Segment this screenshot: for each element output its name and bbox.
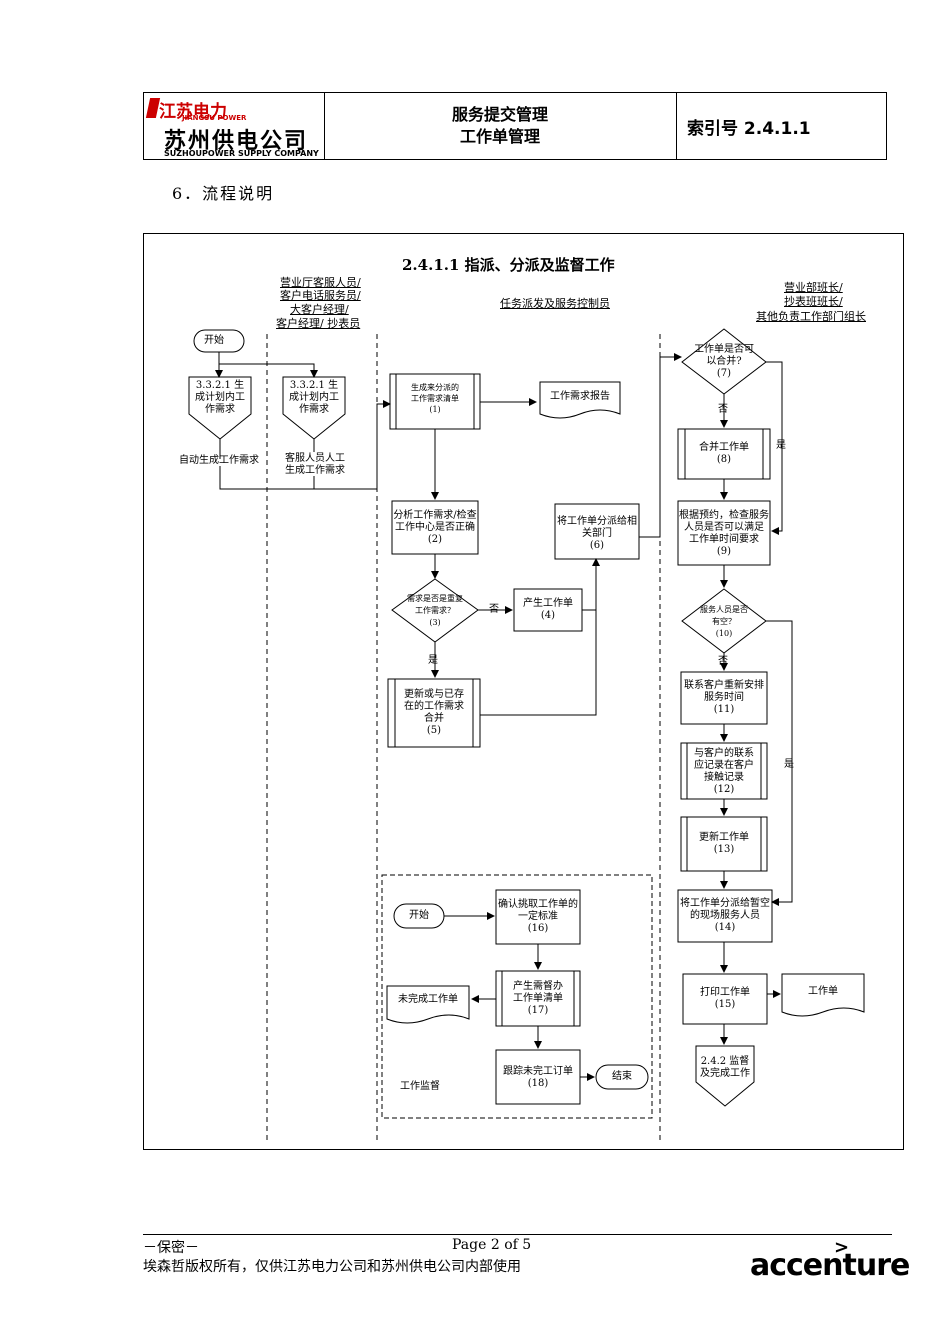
offpage-242: 2.4.2 监督及完成工作	[700, 1056, 750, 1079]
logo-en-main: SUZHOUPOWER SUPPLY COMPANY	[164, 149, 319, 158]
logo-en-top: JIANGSU POWER	[182, 114, 247, 122]
flowchart-frame: 2.4.1.1 指派、分派及监督工作 营业厅客服人员/ 客户电话服务员/ 大客户…	[143, 233, 904, 1150]
lane1-header-line1: 营业厅客服人员/	[280, 276, 361, 289]
flowchart-lines	[188, 328, 865, 1144]
index-number: 索引号 2.4.1.1	[687, 118, 811, 139]
doc-title-line1: 服务提交管理	[451, 105, 548, 124]
node-18: 跟踪未完工订单(18)	[503, 1066, 573, 1089]
yes-label-3: 是	[428, 655, 438, 666]
node-5: 更新或与已存在的工作需求合并(5)	[404, 689, 464, 736]
supervise-label: 工作监督	[400, 1081, 440, 1092]
accenture-logo: accenture	[750, 1248, 910, 1283]
node-16: 确认挑取工作单的一定标准(16)	[498, 899, 578, 934]
lane3-header-line1: 营业部班长/	[784, 281, 843, 294]
node-6: 将工作单分派给相关部门(6)	[557, 516, 637, 551]
footer-page: Page 2 of 5	[452, 1237, 532, 1253]
node-15: 打印工作单(15)	[700, 987, 750, 1010]
lane3-header-line3: 其他负责工作部门组长	[756, 310, 866, 323]
node-4: 产生工作单(4)	[523, 598, 573, 621]
node-10: 服务人员是否有空？(10)	[700, 605, 748, 638]
index-cell: 索引号 2.4.1.1	[677, 93, 887, 159]
auto-generate-label: 自动生成工作需求	[179, 455, 259, 466]
work-order-doc: 工作单	[808, 986, 838, 997]
no-label-3: 否	[489, 604, 499, 615]
supervise-start: 开始	[409, 910, 429, 921]
node-9: 根据预约，检查服务人员是否可以满足工作单时间要求(9)	[679, 510, 769, 557]
lane1-header-line4: 客户经理/ 抄表员	[276, 317, 361, 330]
lane3-header-line2: 抄表班班长/	[784, 295, 843, 308]
footer-copyright: 埃森哲版权所有，仅供江苏电力公司和苏州供电公司内部使用	[143, 1259, 521, 1275]
offpage-3321a: 3.3.2.1 生成计划内工作需求	[195, 380, 245, 415]
logo-mark-icon	[145, 98, 161, 118]
offpage-3321b: 3.3.2.1 生成计划内工作需求	[289, 380, 339, 415]
node-2: 分析工作需求/检查工作中心是否正确(2)	[393, 510, 477, 545]
lane1-header-line2: 客户电话服务员/	[280, 289, 361, 302]
yes-label-7: 是	[776, 440, 786, 451]
logo-cn-top: 江苏电力	[159, 102, 227, 122]
lane1-header-line3: 大客户经理/	[290, 303, 349, 316]
diagram-title: 2.4.1.1 指派、分派及监督工作	[402, 256, 615, 274]
node-11: 联系客户重新安排服务时间(11)	[684, 680, 764, 715]
section-title: 6．流程说明	[172, 184, 275, 203]
title-cell: 服务提交管理 工作单管理	[324, 93, 677, 159]
footer-confidential: －保密－	[143, 1240, 199, 1256]
no-label-10: 否	[718, 656, 728, 667]
node-14: 将工作单分派给暂空的现场服务人员(14)	[680, 898, 770, 933]
node-12: 与客户的联系应记录在客户接触记录(12)	[694, 748, 754, 795]
manual-generate-label: 客服人员人工生成工作需求	[285, 453, 345, 476]
header-table: 江苏电力 JIANGSU POWER 苏州供电公司 SUZHOUPOWER SU…	[143, 92, 887, 160]
logo-cell: 江苏电力 JIANGSU POWER 苏州供电公司 SUZHOUPOWER SU…	[144, 93, 325, 159]
start-node: 开始	[204, 335, 224, 346]
node-13: 更新工作单(13)	[699, 832, 749, 855]
work-demand-report: 工作需求报告	[550, 391, 610, 402]
yes-label-10: 是	[784, 759, 794, 770]
node-17: 产生需督办工作单清单(17)	[513, 981, 563, 1016]
node-1: 生成来分派的工作需求清单(1)	[411, 383, 459, 414]
doc-title-line2: 工作单管理	[459, 127, 540, 146]
footer-divider	[143, 1234, 892, 1235]
logo-cn-main: 苏州供电公司	[164, 129, 309, 154]
node-8: 合并工作单(8)	[699, 442, 749, 465]
accenture-chevron-icon: >	[834, 1237, 850, 1258]
node-3: 需求是否是重复工作需求？(3)	[407, 594, 463, 627]
node-7: 工作单是否可以合并?(7)	[694, 344, 754, 379]
lane2-header: 任务派发及服务控制员	[500, 297, 610, 310]
end-node: 结束	[612, 1071, 632, 1082]
unfinished-work-orders-doc: 未完成工作单	[398, 994, 458, 1005]
no-label-7: 否	[718, 404, 728, 415]
